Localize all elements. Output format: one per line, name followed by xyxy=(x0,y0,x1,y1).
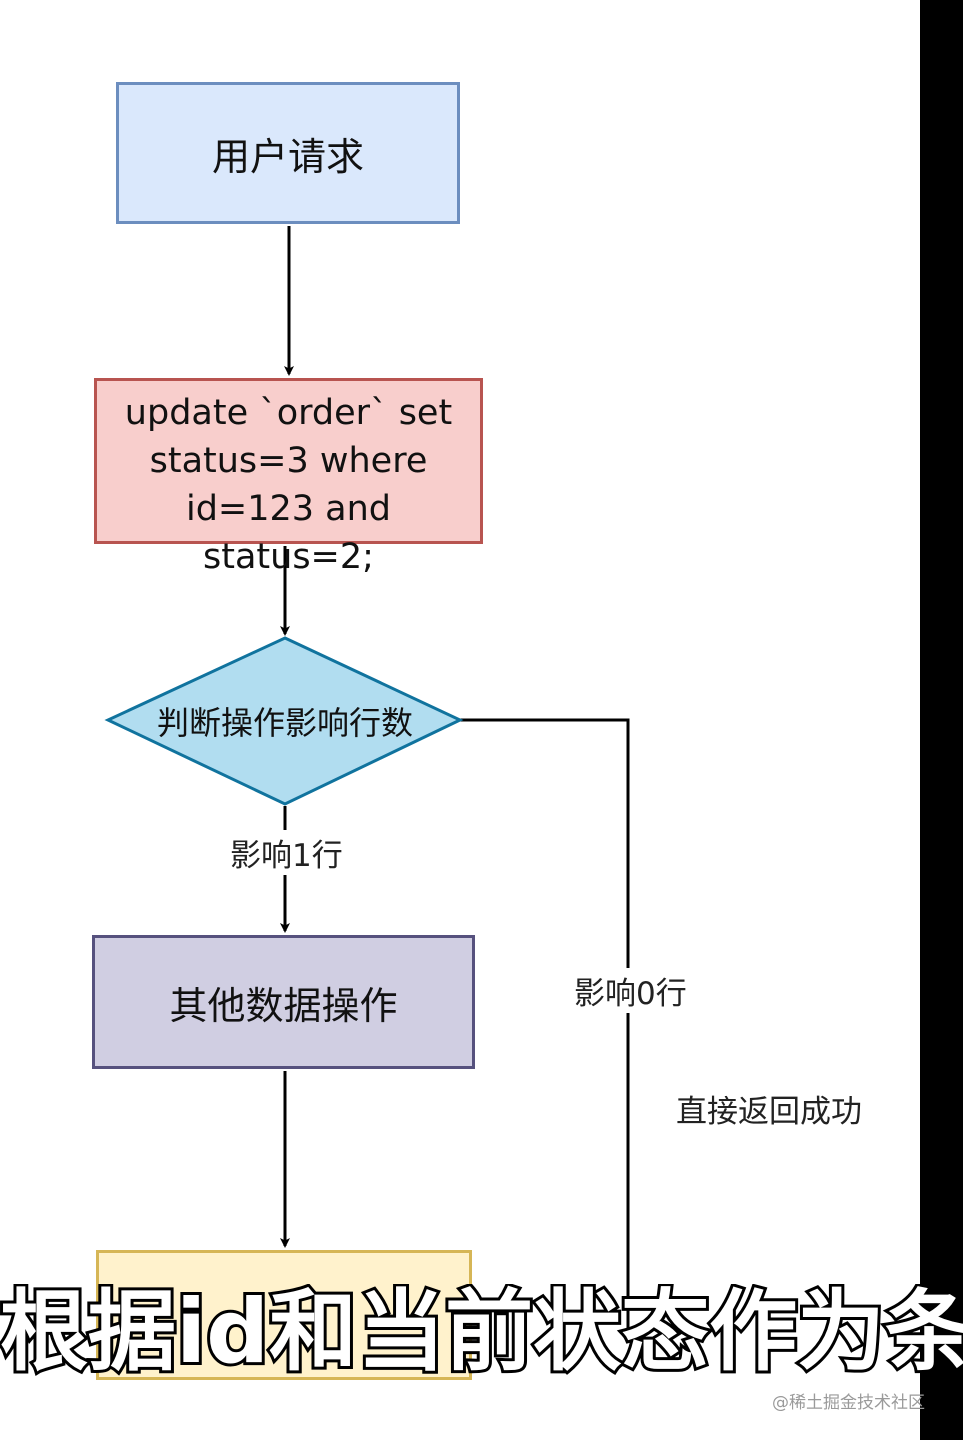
node-user-request-label: 用户请求 xyxy=(211,134,364,179)
judge-diamond xyxy=(104,636,464,806)
edge-label-affected-zero: 影响0行 xyxy=(572,968,689,1013)
watermark: @稀土掘金技术社区 xyxy=(772,1393,925,1413)
edge-label-return-success: 直接返回成功 xyxy=(676,1094,862,1130)
node-bottom-obscured xyxy=(96,1250,472,1380)
node-sql-update-label: update `order` set status=3 where id=123… xyxy=(124,393,453,577)
node-other-data-ops: 其他数据操作 xyxy=(92,935,475,1069)
node-user-request: 用户请求 xyxy=(116,82,460,224)
node-sql-update: update `order` set status=3 where id=123… xyxy=(94,378,483,577)
video-subtitle: 根据id和当前状态作为条件 xyxy=(0,1284,963,1380)
node-judge-label: 判断操作影响行数 xyxy=(156,704,413,742)
edge-judge-to-return xyxy=(460,718,630,1330)
edge-label-affected-one: 影响1行 xyxy=(228,830,345,875)
right-edge-black-bar xyxy=(920,0,963,1440)
node-other-data-ops-label: 其他数据操作 xyxy=(169,983,398,1028)
